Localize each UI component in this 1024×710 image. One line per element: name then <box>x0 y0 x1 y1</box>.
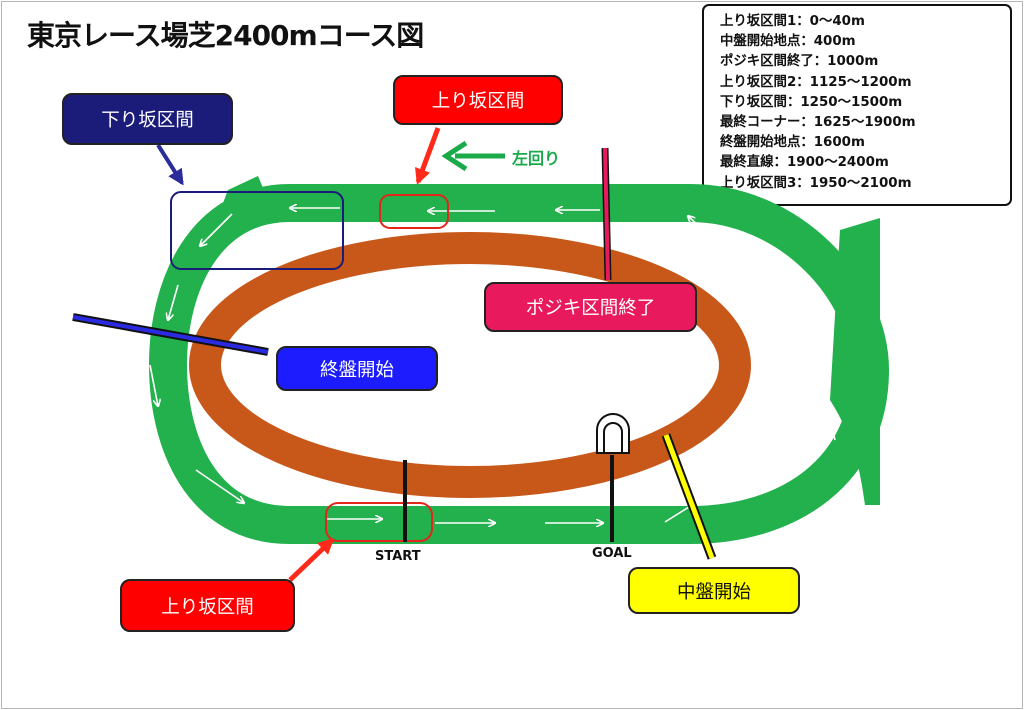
turf-track <box>148 176 890 544</box>
uphill-label-bottom: 上り坂区間 <box>120 579 295 632</box>
downhill-zone-box <box>170 191 344 270</box>
legend-item-final-corner: 最終コーナー：1625〜1900m <box>720 115 916 131</box>
course-arrow-icon <box>149 208 836 523</box>
goal-post-icon <box>596 413 630 454</box>
final-stage-label: 終盤開始 <box>276 346 438 391</box>
downhill-pointer <box>156 143 184 186</box>
mid-stage-label: 中盤開始 <box>628 567 800 614</box>
uphill-bottom-pointer <box>288 537 335 582</box>
legend-item-final-stage: 終盤開始地点：1600m <box>720 135 865 151</box>
legend-item-downhill: 下り坂区間：1250〜1500m <box>720 94 903 110</box>
legend-item-uphill-1: 上り坂区間1：0〜40m <box>720 14 865 29</box>
start-marker: START <box>375 549 421 564</box>
legend-box: 上り坂区間1：0〜40m 中盤開始地点：400m ポジキ区間終了：1000m 上… <box>702 4 1012 206</box>
legend-item-final-straight: 最終直線：1900〜2400m <box>720 155 889 171</box>
direction-arrow-icon <box>441 140 505 172</box>
uphill-zone-box-bottom <box>325 502 433 542</box>
direction-label: 左回り <box>512 149 561 168</box>
uphill-top-pointer <box>415 127 441 185</box>
legend-item-uphill-3: 上り坂区間3：1950〜2100m <box>720 175 912 191</box>
goal-marker: GOAL <box>592 546 632 561</box>
legend-item-uphill-2: 上り坂区間2：1125〜1200m <box>720 74 912 90</box>
uphill-zone-box-top <box>379 194 449 229</box>
legend-item-mid-stage: 中盤開始地点：400m <box>720 34 856 50</box>
legend-item-positional-end: ポジキ区間終了：1000m <box>720 54 879 70</box>
page-title: 東京レース場芝2400mコース図 <box>27 19 424 52</box>
positional-end-label: ポジキ区間終了 <box>484 282 697 332</box>
uphill-label-top: 上り坂区間 <box>393 75 563 125</box>
dirt-track <box>189 232 751 498</box>
downhill-label: 下り坂区間 <box>62 93 233 145</box>
